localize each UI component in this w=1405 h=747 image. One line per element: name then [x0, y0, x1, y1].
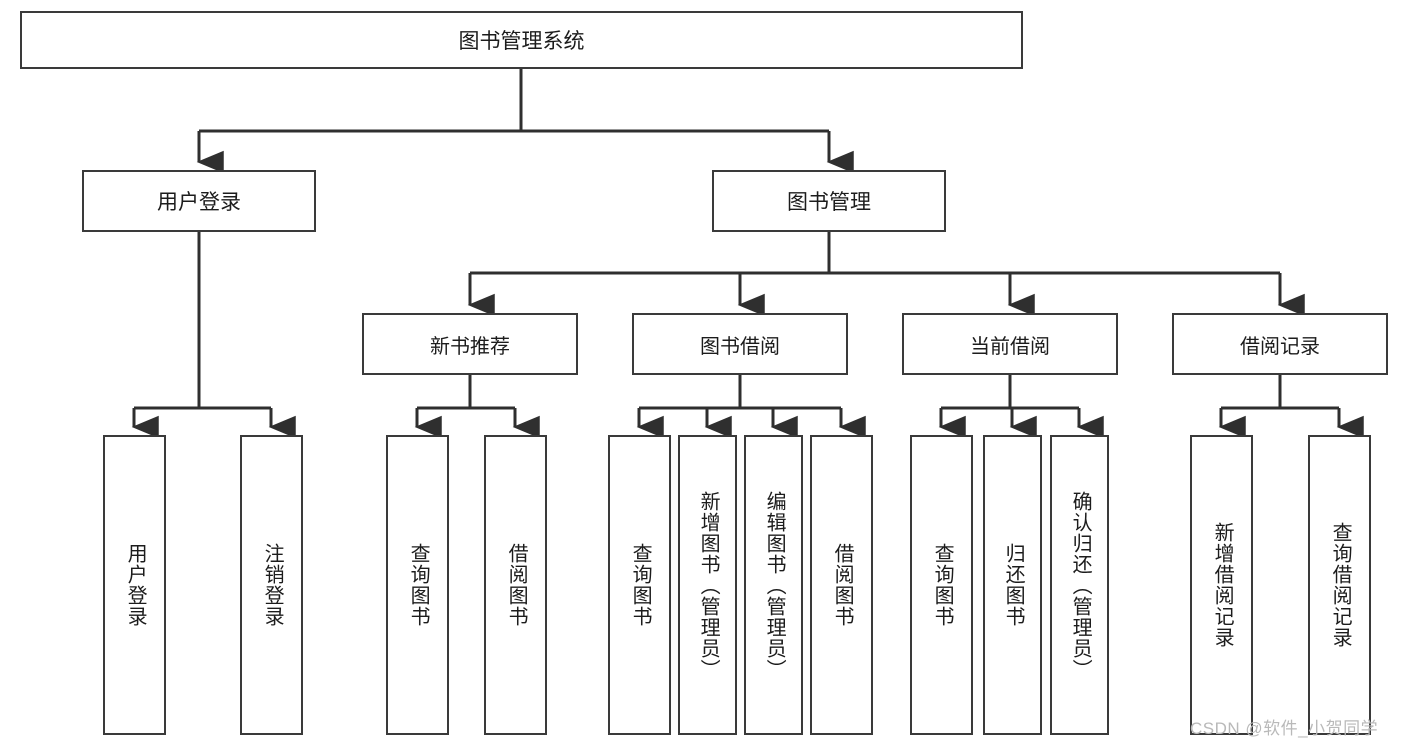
node-leaf-12[interactable]: 新增借阅记录	[1190, 435, 1253, 735]
node-leaf-label: 查询图书	[407, 543, 430, 627]
node-leaf-2[interactable]: 注销登录	[240, 435, 303, 735]
node-leaf-5[interactable]: 查询图书	[608, 435, 671, 735]
node-leaf-label: 查询图书	[629, 543, 652, 627]
node-leaf-3[interactable]: 查询图书	[386, 435, 449, 735]
node-leaf-11[interactable]: 确认归还（管理员）	[1050, 435, 1109, 735]
node-level2-label: 用户登录	[157, 191, 241, 214]
node-leaf-label: 查询借阅记录	[1329, 522, 1352, 648]
node-leaf-9[interactable]: 查询图书	[910, 435, 973, 735]
node-root-system[interactable]: 图书管理系统	[20, 11, 1023, 69]
node-root-label: 图书管理系统	[458, 30, 585, 53]
node-leaf-8[interactable]: 借阅图书	[810, 435, 873, 735]
node-leaf-6[interactable]: 新增图书（管理员）	[678, 435, 737, 735]
node-level3-1[interactable]: 新书推荐	[362, 313, 578, 375]
node-leaf-4[interactable]: 借阅图书	[484, 435, 547, 735]
node-leaf-label: 查询图书	[931, 543, 954, 627]
node-leaf-label: 编辑图书（管理员）	[763, 490, 786, 680]
node-leaf-label: 新增图书（管理员）	[697, 490, 720, 680]
node-level3-3[interactable]: 当前借阅	[902, 313, 1118, 375]
node-level3-label: 借阅记录	[1240, 335, 1320, 358]
node-leaf-1[interactable]: 用户登录	[103, 435, 166, 735]
node-leaf-13[interactable]: 查询借阅记录	[1308, 435, 1371, 735]
node-leaf-label: 归还图书	[1002, 543, 1025, 627]
node-level2-1[interactable]: 用户登录	[82, 170, 316, 232]
node-level3-label: 当前借阅	[970, 335, 1050, 358]
node-leaf-10[interactable]: 归还图书	[983, 435, 1042, 735]
node-leaf-label: 用户登录	[124, 543, 147, 627]
node-leaf-label: 新增借阅记录	[1211, 522, 1234, 648]
node-level3-2[interactable]: 图书借阅	[632, 313, 848, 375]
node-level3-label: 新书推荐	[430, 335, 510, 358]
node-leaf-label: 借阅图书	[505, 543, 528, 627]
csdn-watermark: CSDN @软件_小贺同学	[1190, 719, 1379, 738]
node-leaf-label: 注销登录	[261, 543, 284, 627]
node-level3-4[interactable]: 借阅记录	[1172, 313, 1388, 375]
node-leaf-7[interactable]: 编辑图书（管理员）	[744, 435, 803, 735]
node-leaf-label: 确认归还（管理员）	[1069, 490, 1092, 680]
node-leaf-label: 借阅图书	[831, 543, 854, 627]
node-level2-label: 图书管理	[787, 191, 871, 214]
node-level3-label: 图书借阅	[700, 335, 780, 358]
node-level2-2[interactable]: 图书管理	[712, 170, 946, 232]
